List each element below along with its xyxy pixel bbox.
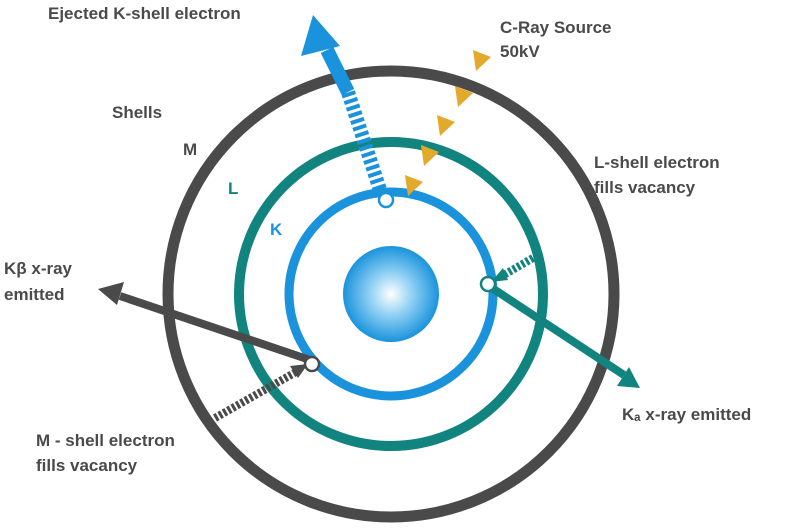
k-shell-ring [284,187,498,401]
ka-arrow-head-icon [617,367,640,388]
l-shell-ring [234,137,548,451]
ka-label: Kₐ x-ray emitted [622,405,751,424]
ejected-arrow-head-icon [301,15,340,56]
m-fill-label-line2: fills vacancy [36,456,138,475]
k-shell-vacancy-left [303,355,321,373]
m-shell-ring [162,65,620,523]
kb-arrow-head-icon [98,282,124,305]
source-label-line2: 50kV [500,42,540,61]
ejected-electron-path [301,15,389,199]
ka-xray-path [486,282,640,388]
l-fill-arrow-head-icon [491,268,508,282]
l-fill-label-line1: L-shell electron [594,153,720,172]
k-shell-vacancy-right [479,275,497,293]
kb-xray-path [98,282,312,364]
ejected-electron-label: Ejected K-shell electron [48,4,241,23]
shell-k-label: K [270,220,283,239]
source-triangle-icon [421,145,439,166]
source-triangle-icon [405,175,423,196]
l-fill-label-line2: fills vacancy [594,178,696,197]
kb-label-line1: Kβ x-ray [4,259,73,278]
shell-m-label: M [183,140,197,159]
m-fill-label-line1: M - shell electron [36,431,175,450]
source-triangle-icon [473,50,491,71]
m-fill-arrow-head-icon [290,364,308,378]
nucleus [343,246,439,342]
source-triangle-icon [455,86,473,107]
source-triangle-icon [437,115,455,136]
m-shell-fill-path [213,364,308,422]
l-shell-fill-path [491,254,536,282]
kb-label-line2: emitted [4,285,64,304]
source-label-line1: C-Ray Source [500,18,611,37]
k-shell-vacancy-top [377,191,395,209]
shells-label: Shells [112,103,162,122]
shell-l-label: L [228,179,238,198]
